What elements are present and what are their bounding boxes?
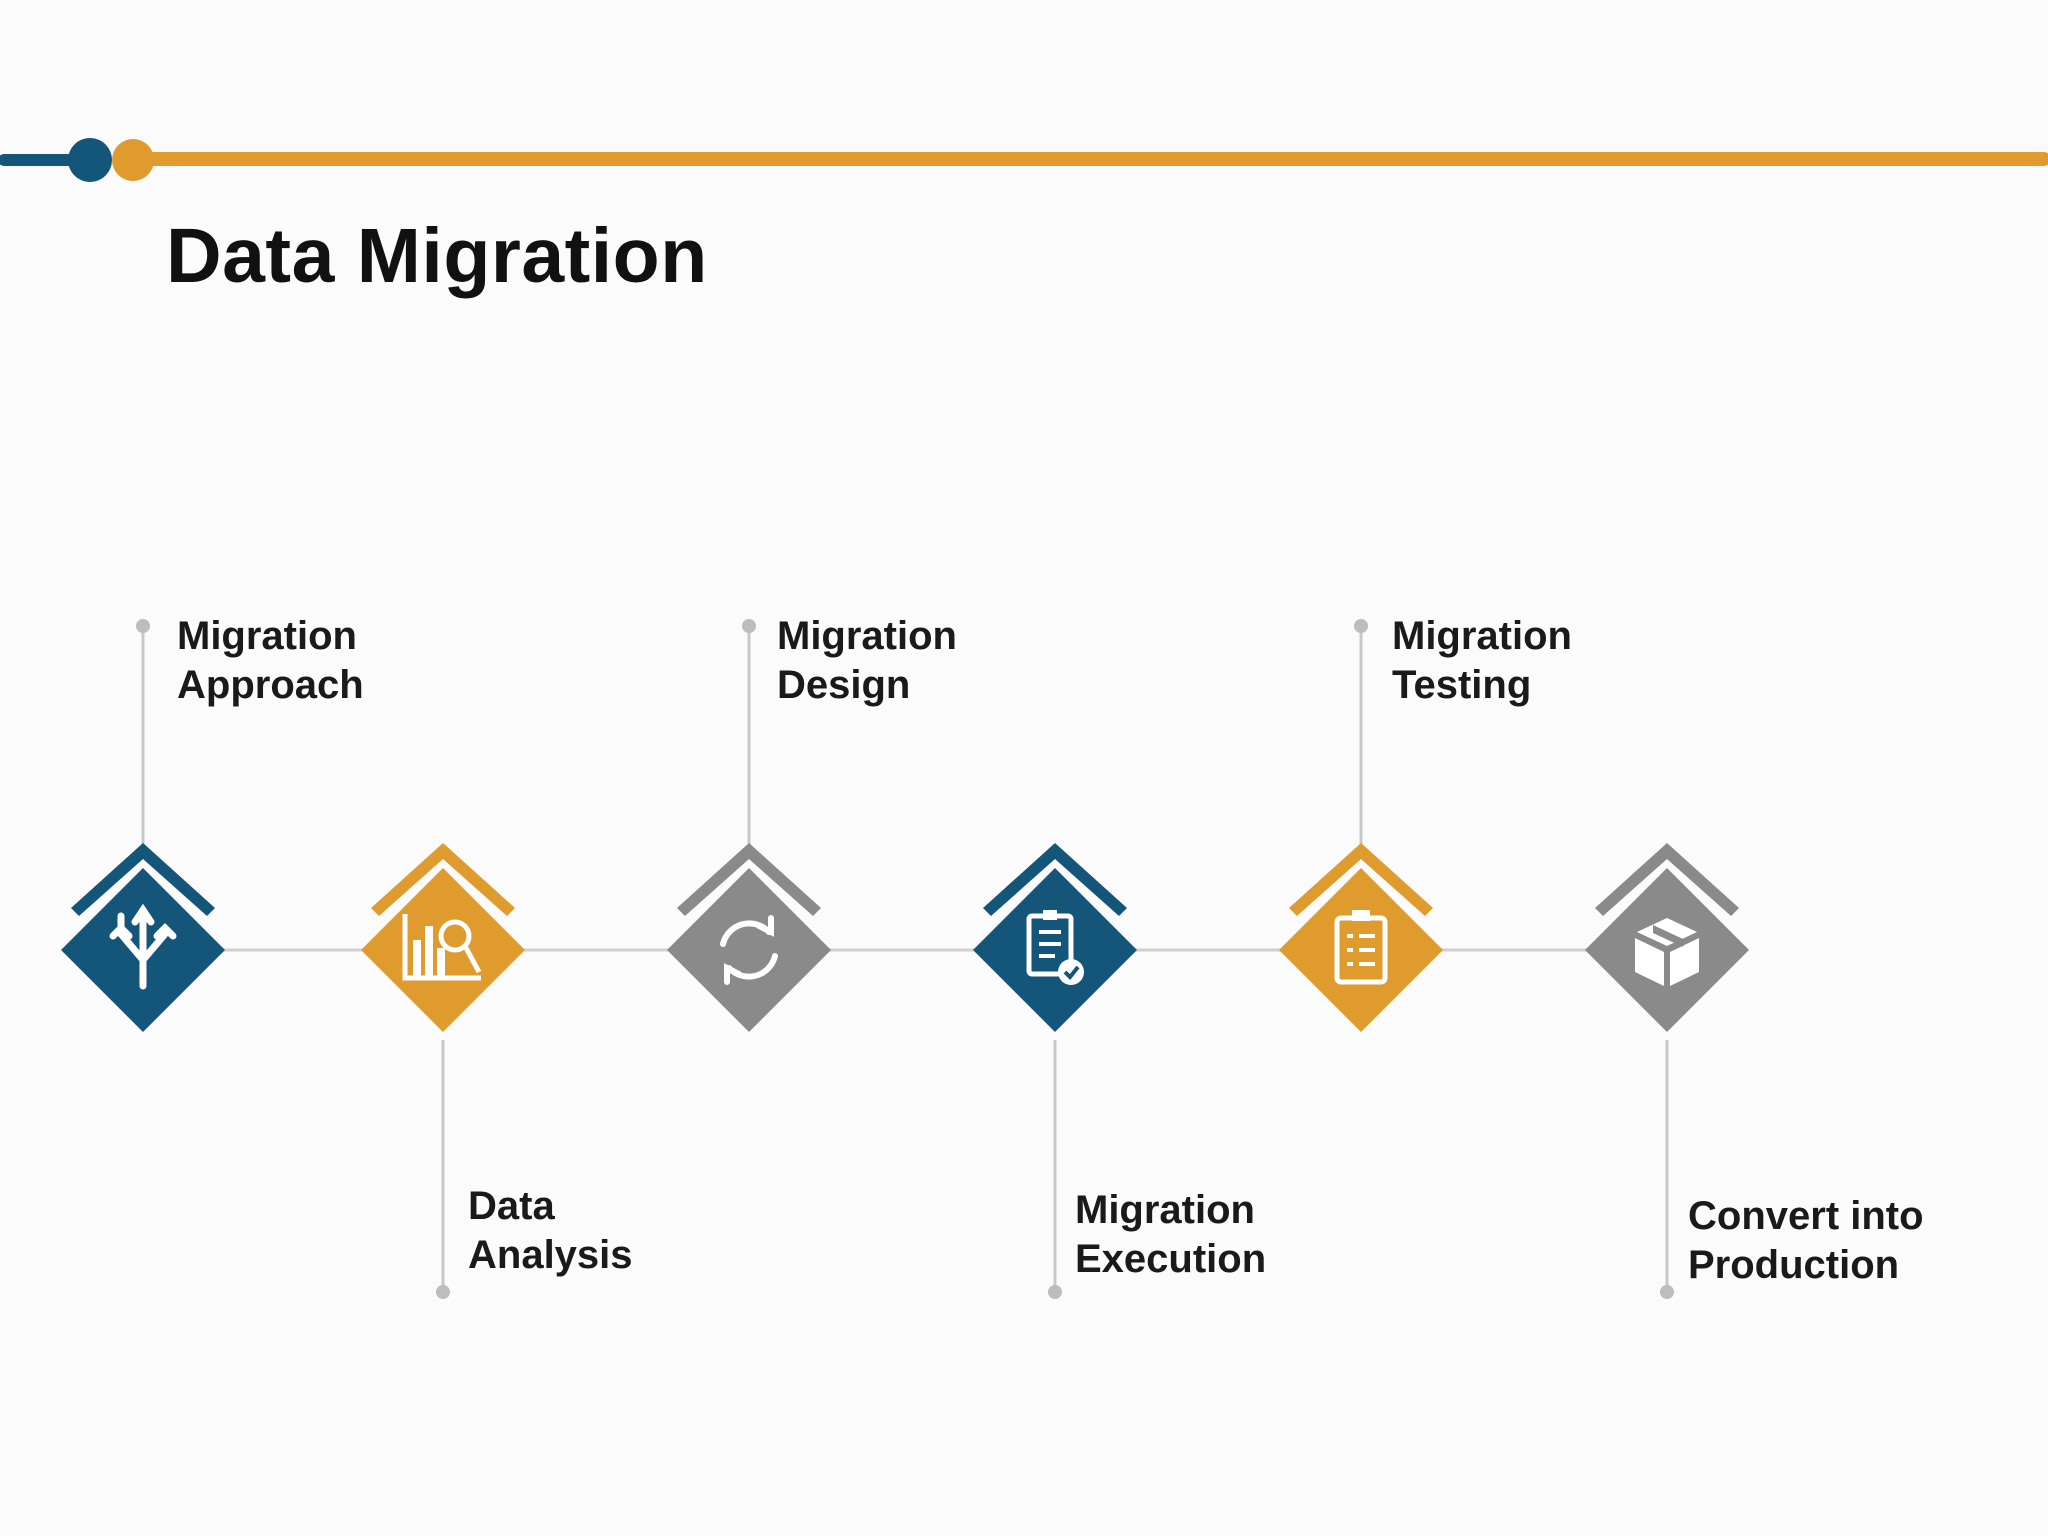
page-title: Data Migration — [166, 213, 708, 299]
leader-lines — [141, 626, 1669, 1292]
header-orange-dot — [112, 139, 154, 181]
clipboard-list-icon — [1334, 910, 1388, 985]
bar-chart-analysis-icon — [402, 914, 482, 981]
package-box-icon — [1635, 918, 1699, 986]
step-migration-execution — [973, 843, 1137, 1032]
label-migration-approach: Migration Approach — [177, 614, 364, 707]
step-migration-design — [667, 843, 831, 1032]
step-data-analysis — [361, 843, 525, 1032]
leader-dots — [136, 619, 1674, 1299]
label-convert-into-production: Convert into Production — [1688, 1194, 1924, 1287]
label-data-analysis: Data Analysis — [468, 1184, 633, 1277]
label-migration-testing: Migration Testing — [1392, 614, 1572, 707]
label-migration-design: Migration Design — [777, 614, 957, 707]
header-decoration — [0, 138, 2048, 182]
step-migration-testing — [1279, 843, 1443, 1032]
clipboard-check-icon — [1026, 910, 1084, 985]
branch-icon — [109, 903, 177, 990]
label-migration-execution: Migration Execution — [1075, 1188, 1267, 1281]
refresh-cycle-icon — [720, 915, 778, 985]
step-convert-into-production — [1585, 843, 1749, 1032]
header-navy-dot — [68, 138, 112, 182]
step-migration-approach — [61, 843, 225, 1032]
